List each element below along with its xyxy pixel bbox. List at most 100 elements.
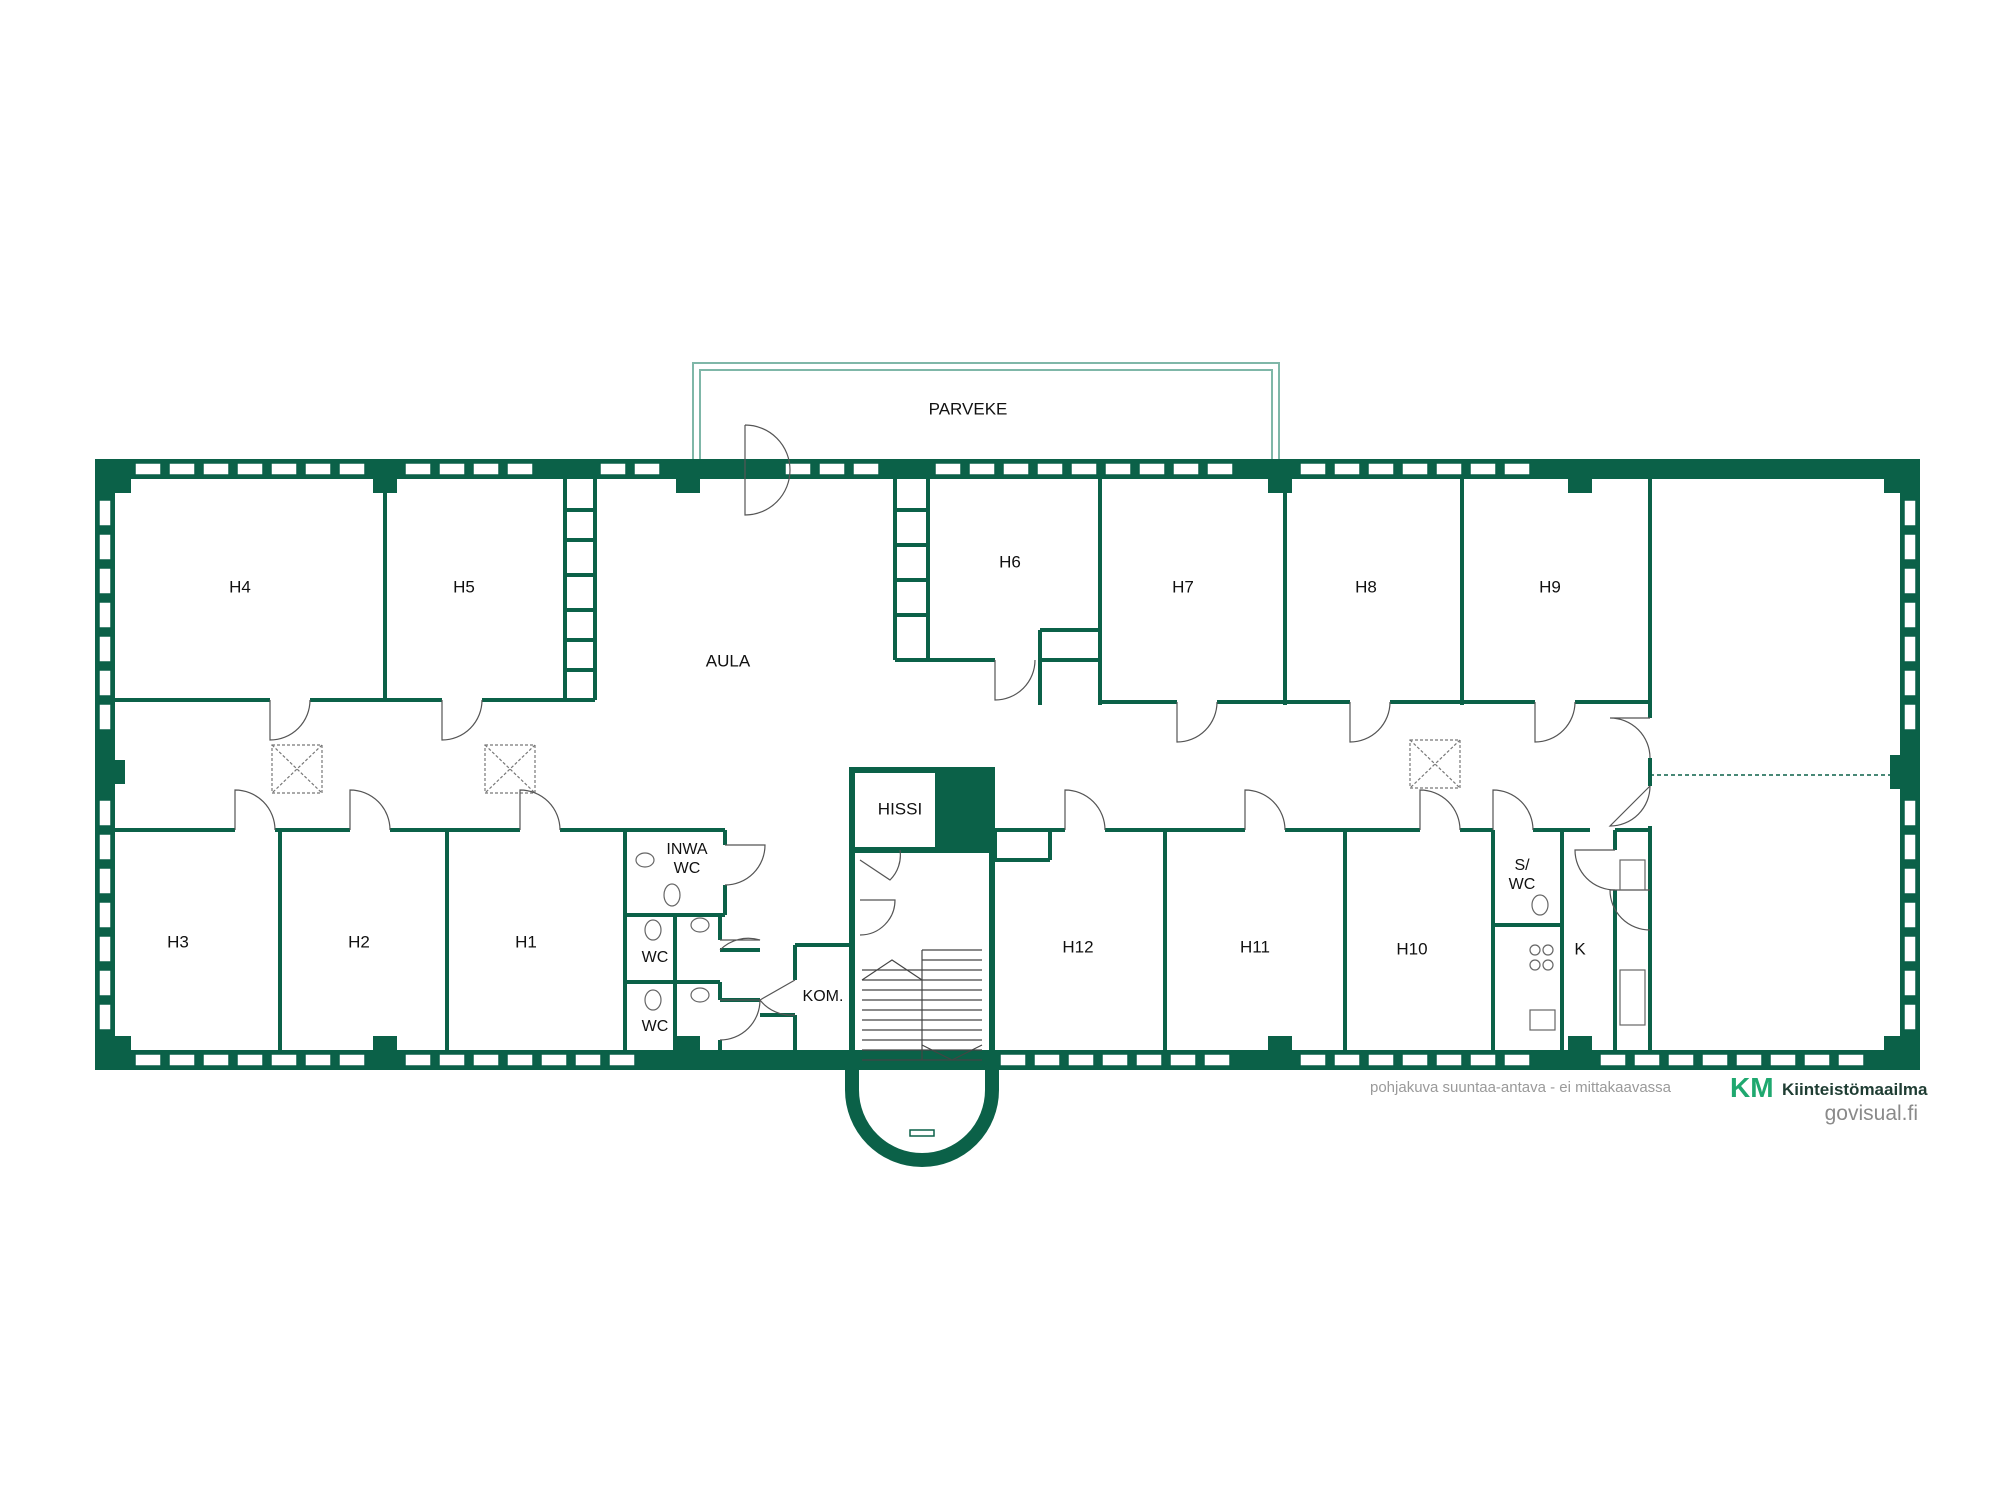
window-opening: [98, 901, 112, 929]
window-opening: [1104, 462, 1132, 476]
window-opening: [1333, 1053, 1361, 1067]
label-h1: H1: [515, 932, 537, 951]
window-opening: [168, 1053, 196, 1067]
windows: [98, 462, 1917, 1067]
disclaimer-text: pohjakuva suuntaa-antava - ei mittakaava…: [1370, 1079, 1672, 1096]
window-opening: [608, 1053, 636, 1067]
window-opening: [1837, 1053, 1865, 1067]
label-h5: H5: [453, 577, 475, 596]
window-opening: [438, 462, 466, 476]
shafts: [271, 739, 1461, 794]
window-opening: [1903, 601, 1917, 629]
window-opening: [1367, 462, 1395, 476]
window-opening: [1903, 901, 1917, 929]
window-opening: [540, 1053, 568, 1067]
window-opening: [784, 462, 812, 476]
room-labels: PARVEKE AULA H4 H5 H6 H7 H8 H9 H3 H2 H1 …: [167, 399, 1586, 1035]
window-opening: [1903, 635, 1917, 663]
window-opening: [1701, 1053, 1729, 1067]
window-opening: [98, 499, 112, 527]
window-opening: [934, 462, 962, 476]
window-opening: [304, 462, 332, 476]
window-opening: [852, 462, 880, 476]
window-opening: [98, 533, 112, 561]
window-opening: [1333, 462, 1361, 476]
window-opening: [338, 1053, 366, 1067]
window-opening: [1299, 462, 1327, 476]
window-opening: [98, 703, 112, 731]
label-h10: H10: [1396, 939, 1427, 958]
window-opening: [599, 462, 627, 476]
window-opening: [98, 669, 112, 697]
window-opening: [1169, 1053, 1197, 1067]
label-h8: H8: [1355, 577, 1377, 596]
footer: pohjakuva suuntaa-antava - ei mittakaava…: [1370, 1072, 1928, 1125]
window-opening: [98, 935, 112, 963]
window-opening: [168, 462, 196, 476]
window-opening: [236, 462, 264, 476]
label-s-wc-2: WC: [1509, 876, 1536, 893]
window-opening: [98, 867, 112, 895]
window-opening: [1903, 969, 1917, 997]
window-opening: [1469, 462, 1497, 476]
window-opening: [574, 1053, 602, 1067]
window-opening: [1633, 1053, 1661, 1067]
window-opening: [1903, 669, 1917, 697]
label-h11: H11: [1240, 937, 1270, 956]
window-opening: [338, 462, 366, 476]
window-opening: [1769, 1053, 1797, 1067]
label-h2: H2: [348, 932, 370, 951]
window-opening: [1903, 533, 1917, 561]
label-s-wc-1: S/: [1514, 857, 1530, 874]
window-opening: [1036, 462, 1064, 476]
window-opening: [1135, 1053, 1163, 1067]
window-opening: [98, 1003, 112, 1031]
balcony-outline: [692, 362, 1280, 463]
door-swings: [234, 424, 1651, 1041]
window-opening: [1401, 1053, 1429, 1067]
window-opening: [1903, 833, 1917, 861]
label-k: K: [1574, 939, 1586, 958]
stairwell: [845, 767, 999, 1167]
window-opening: [1903, 1003, 1917, 1031]
logo-mark: KM: [1730, 1072, 1774, 1103]
window-opening: [134, 1053, 162, 1067]
window-opening: [304, 1053, 332, 1067]
window-opening: [1002, 462, 1030, 476]
window-opening: [1435, 462, 1463, 476]
brand-name: Kiinteistömaailma: [1782, 1080, 1928, 1099]
window-opening: [1903, 499, 1917, 527]
window-opening: [472, 1053, 500, 1067]
window-opening: [438, 1053, 466, 1067]
window-opening: [1206, 462, 1234, 476]
label-h12: H12: [1062, 937, 1093, 956]
window-opening: [98, 567, 112, 595]
window-opening: [1033, 1053, 1061, 1067]
website-text: govisual.fi: [1825, 1102, 1918, 1125]
label-inwa-wc: WC: [674, 860, 701, 877]
label-aula: AULA: [706, 651, 751, 670]
window-opening: [1067, 1053, 1095, 1067]
label-wc-upper: WC: [642, 949, 669, 966]
window-opening: [999, 1053, 1027, 1067]
window-opening: [1803, 1053, 1831, 1067]
window-opening: [1070, 462, 1098, 476]
label-h3: H3: [167, 932, 189, 951]
label-hissi: HISSI: [878, 799, 922, 818]
window-opening: [1903, 703, 1917, 731]
window-opening: [1101, 1053, 1129, 1067]
window-opening: [1367, 1053, 1395, 1067]
window-opening: [1503, 462, 1531, 476]
window-opening: [202, 1053, 230, 1067]
window-opening: [98, 833, 112, 861]
window-opening: [1172, 462, 1200, 476]
window-opening: [1599, 1053, 1627, 1067]
window-opening: [1435, 1053, 1463, 1067]
label-parveke: PARVEKE: [929, 399, 1008, 418]
interior-walls: [115, 479, 1890, 1050]
window-opening: [98, 799, 112, 827]
window-opening: [1469, 1053, 1497, 1067]
window-opening: [270, 1053, 298, 1067]
window-opening: [270, 462, 298, 476]
